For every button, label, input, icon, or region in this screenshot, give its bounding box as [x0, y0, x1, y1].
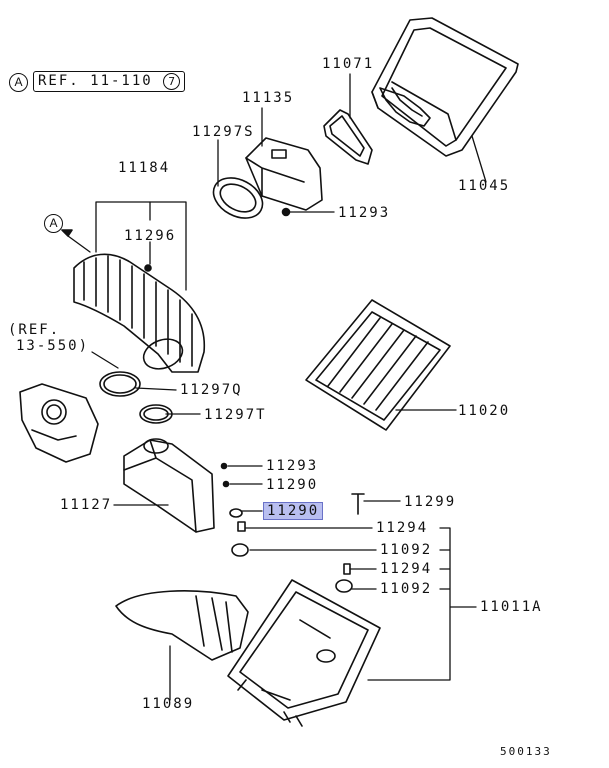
- reference-marker-a: A: [9, 73, 28, 92]
- part-label-11290-highlighted[interactable]: 11290: [263, 502, 324, 520]
- throttle-body-drawing: [19, 383, 99, 463]
- part-label-11296[interactable]: 11296: [124, 228, 177, 244]
- part-label-11089[interactable]: 11089: [142, 696, 195, 712]
- gasket-drawing: [323, 109, 373, 165]
- small-parts-drawing: [220, 462, 365, 593]
- part-label-11290-a[interactable]: 11290: [266, 477, 319, 493]
- resonator-drawing: [123, 438, 215, 533]
- leader-lines: [67, 73, 487, 701]
- reference-text: REF. 11-110: [38, 73, 153, 89]
- part-label-11045[interactable]: 11045: [458, 178, 511, 194]
- reference-box[interactable]: REF. 11-110 7: [33, 71, 186, 92]
- part-label-11184[interactable]: 11184: [118, 160, 171, 176]
- part-label-11135[interactable]: 11135: [242, 90, 295, 106]
- reference-group-badge: 7: [163, 73, 181, 90]
- air-cleaner-case-drawing: [227, 579, 381, 727]
- intake-hose-drawing: [73, 253, 206, 373]
- callout-a-marker: A: [44, 214, 63, 233]
- part-label-11020[interactable]: 11020: [458, 403, 511, 419]
- part-label-11297s[interactable]: 11297S: [192, 124, 255, 140]
- part-label-11293-top[interactable]: 11293: [338, 205, 391, 221]
- air-cleaner-cover-drawing: [371, 17, 519, 157]
- part-label-11092-a[interactable]: 11092: [380, 542, 433, 558]
- part-label-11294-b[interactable]: 11294: [380, 561, 433, 577]
- part-label-11011a[interactable]: 11011A: [480, 599, 543, 615]
- air-flow-sensor-drawing: [212, 137, 323, 219]
- part-label-11294-a[interactable]: 11294: [376, 520, 429, 536]
- ref-note-line1: (REF.: [8, 322, 61, 338]
- air-filter-drawing: [305, 299, 451, 431]
- clamps-drawing: [99, 371, 173, 424]
- ref-note-line2[interactable]: 13-550): [16, 338, 90, 354]
- duct-drawing: [115, 590, 249, 661]
- diagram-id: 500133: [500, 745, 552, 758]
- part-label-11127[interactable]: 11127: [60, 497, 113, 513]
- part-label-11092-b[interactable]: 11092: [380, 581, 433, 597]
- part-label-11293-mid[interactable]: 11293: [266, 458, 319, 474]
- part-label-11299[interactable]: 11299: [404, 494, 457, 510]
- part-label-11071[interactable]: 11071: [322, 56, 375, 72]
- part-label-11297t[interactable]: 11297T: [204, 407, 267, 423]
- part-label-11297q[interactable]: 11297Q: [180, 382, 243, 398]
